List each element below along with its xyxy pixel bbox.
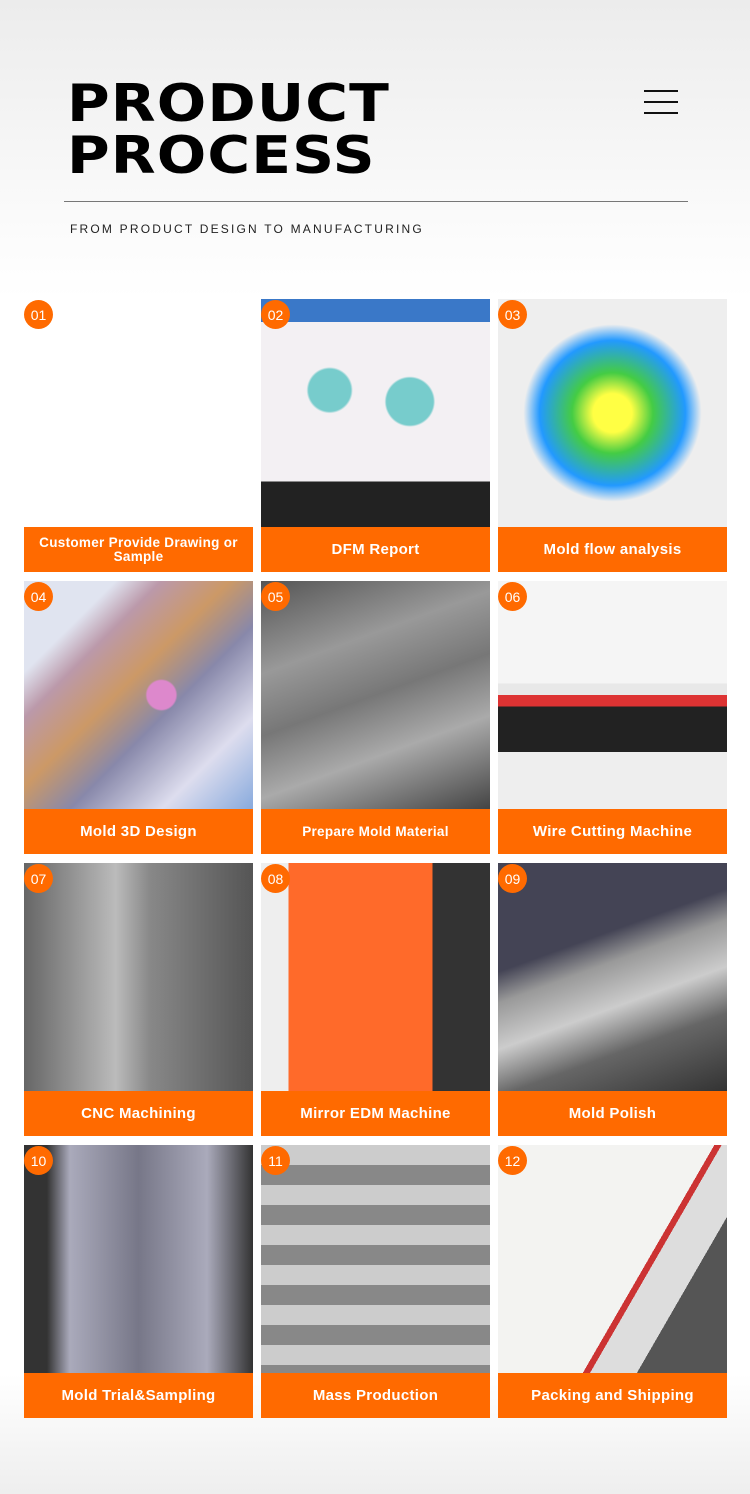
- step-label: Wire Cutting Machine: [498, 809, 727, 854]
- process-step-card[interactable]: 05 Prepare Mold Material: [261, 581, 490, 854]
- step-number-badge: 06: [498, 582, 527, 611]
- process-step-card[interactable]: 03 Mold flow analysis: [498, 299, 727, 572]
- title-line-2: PROCESS: [67, 126, 376, 186]
- step-number-badge: 12: [498, 1146, 527, 1175]
- step-label: Prepare Mold Material: [261, 809, 490, 854]
- hamburger-menu-icon[interactable]: [644, 90, 678, 114]
- process-step-card[interactable]: 06 Wire Cutting Machine: [498, 581, 727, 854]
- edm-machine-image: [261, 863, 490, 1091]
- steel-blocks-image: [261, 581, 490, 809]
- divider: [64, 201, 688, 202]
- step-label: Mold Polish: [498, 1091, 727, 1136]
- process-step-card[interactable]: 02 DFM Report: [261, 299, 490, 572]
- production-shelves-image: [261, 1145, 490, 1373]
- cnc-machining-image: [24, 863, 253, 1091]
- shipping-truck-image: [498, 1145, 727, 1373]
- step-label: Mold Trial&Sampling: [24, 1373, 253, 1418]
- step-number-badge: 04: [24, 582, 53, 611]
- step-label: Customer Provide Drawing or Sample: [24, 527, 253, 572]
- process-step-card[interactable]: 08 Mirror EDM Machine: [261, 863, 490, 1136]
- title-line-1: PRODUCT: [67, 74, 390, 134]
- step-number-badge: 07: [24, 864, 53, 893]
- page-subtitle: FROM PRODUCT DESIGN TO MANUFACTURING: [70, 222, 424, 236]
- step-label: Mirror EDM Machine: [261, 1091, 490, 1136]
- process-grid: 01 Customer Provide Drawing or Sample 02…: [24, 299, 727, 1418]
- step-number-badge: 10: [24, 1146, 53, 1175]
- mold-flow-heatmap-image: [498, 299, 727, 527]
- step-number-badge: 09: [498, 864, 527, 893]
- dfm-report-monitor-image: [261, 299, 490, 527]
- wire-cutting-machine-image: [498, 581, 727, 809]
- step-label: Packing and Shipping: [498, 1373, 727, 1418]
- mold-3d-cad-image: [24, 581, 253, 809]
- process-step-card[interactable]: 01 Customer Provide Drawing or Sample: [24, 299, 253, 572]
- process-step-card[interactable]: 11 Mass Production: [261, 1145, 490, 1418]
- step-number-badge: 02: [261, 300, 290, 329]
- step-number-badge: 03: [498, 300, 527, 329]
- step-label: DFM Report: [261, 527, 490, 572]
- process-step-card[interactable]: 12 Packing and Shipping: [498, 1145, 727, 1418]
- step-label: Mold flow analysis: [498, 527, 727, 572]
- step-label: Mass Production: [261, 1373, 490, 1418]
- page-title: PRODUCT PROCESS: [67, 78, 390, 182]
- injection-machine-image: [24, 1145, 253, 1373]
- process-step-card[interactable]: 04 Mold 3D Design: [24, 581, 253, 854]
- process-step-card[interactable]: 07 CNC Machining: [24, 863, 253, 1136]
- mold-polish-image: [498, 863, 727, 1091]
- technical-drawing-image: [24, 299, 253, 527]
- step-number-badge: 05: [261, 582, 290, 611]
- step-label: Mold 3D Design: [24, 809, 253, 854]
- step-number-badge: 11: [261, 1146, 290, 1175]
- step-label: CNC Machining: [24, 1091, 253, 1136]
- step-number-badge: 08: [261, 864, 290, 893]
- process-step-card[interactable]: 10 Mold Trial&Sampling: [24, 1145, 253, 1418]
- step-number-badge: 01: [24, 300, 53, 329]
- process-step-card[interactable]: 09 Mold Polish: [498, 863, 727, 1136]
